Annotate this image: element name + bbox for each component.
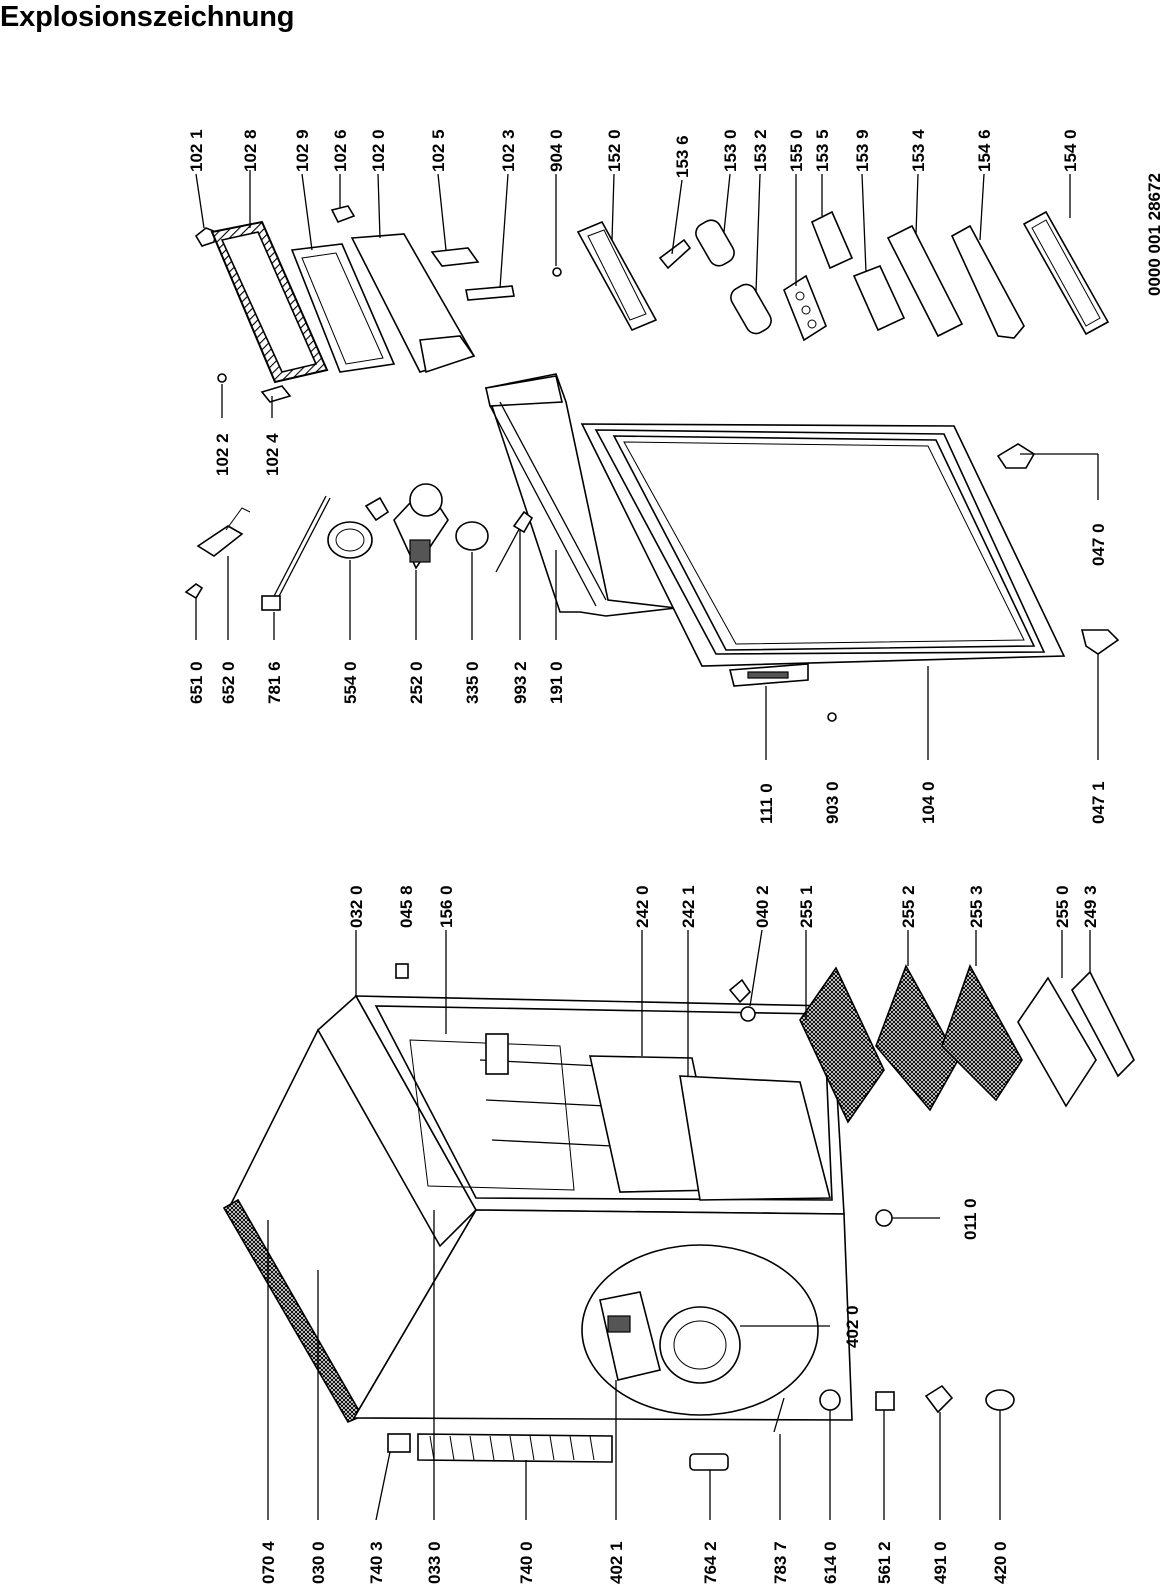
- part-label: 040 2: [753, 885, 772, 928]
- part-label: 033 0: [425, 1541, 444, 1584]
- part-label: 781 6: [265, 661, 284, 704]
- part-label: 764 2: [701, 1541, 720, 1584]
- part-label: 047 1: [1089, 781, 1108, 824]
- part-label: 191 0: [547, 661, 566, 704]
- part-label: 045 8: [397, 885, 416, 928]
- part-label: 011 0: [961, 1198, 980, 1240]
- part-label: 030 0: [309, 1541, 328, 1584]
- part-label: 152 0: [605, 129, 624, 172]
- part-label: 249 3: [1081, 885, 1100, 928]
- part-label: 420 0: [991, 1541, 1010, 1584]
- part-label: 242 1: [679, 885, 698, 928]
- part-label: 153 4: [909, 129, 928, 172]
- part-label: 153 2: [751, 129, 770, 172]
- doc-number: 0000 001 28672: [1145, 173, 1164, 296]
- part-label: 904 0: [547, 129, 566, 172]
- part-label: 903 0: [823, 781, 842, 824]
- part-label: 783 7: [771, 1541, 790, 1584]
- part-label: 153 5: [813, 129, 832, 172]
- part-label: 491 0: [931, 1541, 950, 1584]
- part-label: 993 2: [511, 661, 530, 704]
- part-label: 255 3: [967, 885, 986, 928]
- part-label: 102 4: [263, 433, 282, 476]
- part-label: 740 3: [367, 1541, 386, 1584]
- part-label: 614 0: [821, 1541, 840, 1584]
- part-label: 252 0: [407, 661, 426, 704]
- part-label: 154 6: [975, 129, 994, 172]
- part-label: 102 6: [331, 129, 350, 172]
- part-label: 153 0: [721, 129, 740, 172]
- part-label: 651 0: [187, 661, 206, 704]
- part-label: 255 0: [1053, 885, 1072, 928]
- part-label: 111 0: [757, 783, 776, 824]
- part-label: 155 0: [787, 129, 806, 172]
- part-label: 255 2: [899, 885, 918, 928]
- part-label: 047 0: [1089, 523, 1108, 566]
- part-label: 402 1: [607, 1541, 626, 1584]
- page-title: Explosionszeichnung: [0, 1, 295, 33]
- part-label: 070 4: [259, 1541, 278, 1584]
- part-label: 102 0: [369, 129, 388, 172]
- part-labels: 102 1 102 8 102 9 102 6 102 0 102 5 102 …: [187, 129, 1164, 1584]
- part-label: 153 6: [673, 135, 692, 178]
- glass-shelves: [799, 964, 1135, 1124]
- part-label: 156 0: [437, 885, 456, 928]
- door-assembly: [484, 373, 1120, 722]
- part-label: 554 0: [341, 661, 360, 704]
- door-liner-parts: [194, 205, 1110, 384]
- part-label: 242 0: [633, 885, 652, 928]
- part-label: 102 1: [187, 129, 206, 172]
- part-label: 652 0: [219, 661, 238, 704]
- part-label: 255 1: [797, 885, 816, 928]
- part-label: 153 9: [853, 129, 872, 172]
- part-label: 032 0: [347, 885, 366, 928]
- part-label: 102 2: [213, 433, 232, 476]
- small-door-parts: [217, 373, 292, 403]
- leader-lines: [195, 170, 1099, 1521]
- part-label: 104 0: [919, 781, 938, 824]
- part-label: 102 5: [429, 129, 448, 172]
- part-label: 102 3: [499, 129, 518, 172]
- part-label: 154 0: [1061, 129, 1080, 172]
- part-label: 335 0: [463, 661, 482, 704]
- part-label: 561 2: [875, 1541, 894, 1584]
- control-parts: [184, 483, 534, 611]
- part-label: 102 8: [241, 129, 260, 172]
- part-label: 402 0: [843, 1305, 862, 1348]
- part-label: 740 0: [517, 1541, 536, 1584]
- cabinet-assembly: [222, 963, 1015, 1471]
- part-label: 102 9: [293, 129, 312, 172]
